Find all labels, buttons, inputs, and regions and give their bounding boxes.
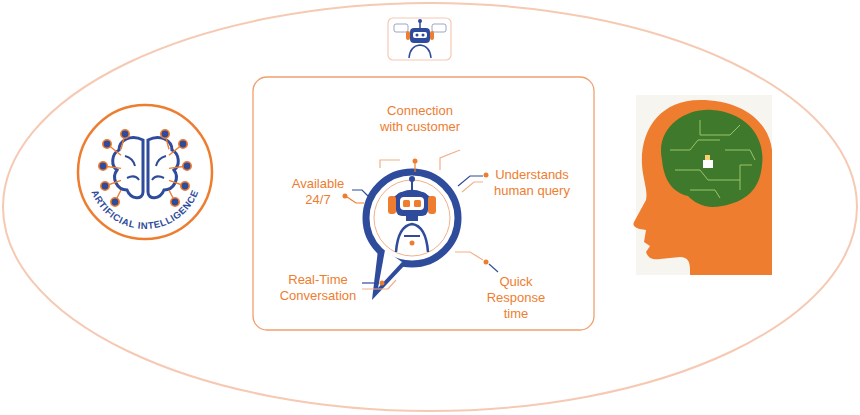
feature-panel — [253, 77, 594, 330]
feature-callout: Understands human query — [484, 167, 580, 199]
feature-callout: Real-Time Conversation — [274, 272, 362, 304]
feature-callout: Quick Response time — [479, 274, 553, 322]
logo-title: ARTIFICIAL INTELLIGENCE — [90, 188, 201, 231]
feature-callout: Connection with customer — [374, 103, 466, 135]
human-head — [633, 95, 772, 275]
chatbot-icon — [388, 18, 451, 60]
chatbot-bubble — [366, 172, 458, 300]
leader-lines — [343, 150, 499, 289]
feature-callout: Available 24/7 — [284, 176, 352, 208]
logo-text: ARTIFICIAL INTELLIGENCE — [90, 188, 201, 231]
ai-logo-circle: ARTIFICIAL INTELLIGENCE — [73, 100, 218, 245]
ai-logo-graphic: ARTIFICIAL INTELLIGENCE — [73, 100, 218, 245]
